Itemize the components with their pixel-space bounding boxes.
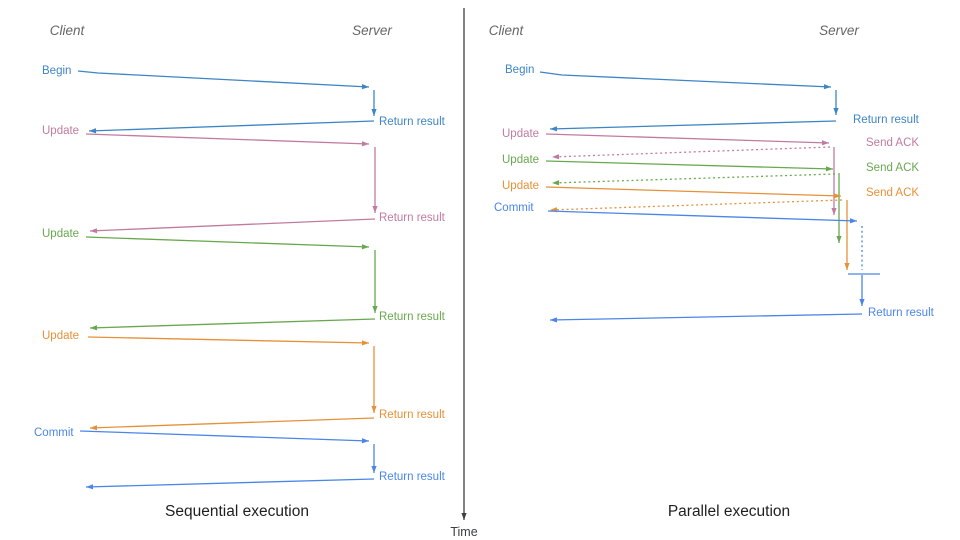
parallel-begin-call-arrowhead	[823, 84, 831, 90]
sequential-update3-call-line	[87, 336, 370, 344]
parallel-update2-call-line	[545, 160, 834, 170]
parallel-update2-call-arrowhead	[825, 166, 833, 172]
sequential-update1-label: Update	[42, 125, 79, 137]
sequential-update3-return-line	[89, 417, 375, 429]
parallel-server-header: Server	[819, 23, 859, 38]
sequential-client-header: Client	[49, 23, 85, 38]
parallel-commit-return-arrowhead	[550, 317, 558, 323]
sequential-commit-call-line	[79, 430, 370, 442]
sequential-update2-return-label: Return result	[379, 311, 446, 323]
parallel-update1-label: Update	[502, 128, 539, 140]
parallel-update3-server-exec-arrowhead	[844, 263, 850, 270]
sequential-update1-call-line	[85, 133, 370, 145]
parallel-update1-ack-arrowhead	[552, 154, 560, 160]
parallel-begin-call-line	[539, 71, 832, 88]
parallel-update3-call-line	[545, 186, 842, 197]
sequential-begin-return-arrowhead	[89, 128, 97, 134]
sequential-commit-return-arrowhead	[86, 484, 94, 490]
sequential-update2-call-arrowhead	[361, 244, 369, 250]
sequential-commit-label: Commit	[34, 427, 74, 439]
parallel-begin-return-arrowhead	[550, 126, 558, 132]
parallel-update1-call-line	[545, 133, 830, 144]
sequential-begin-return-label: Return result	[379, 116, 446, 128]
parallel-begin-return-label: Return result	[853, 114, 920, 126]
sequential-update3-label: Update	[42, 330, 79, 342]
time-axis-label: Time	[450, 525, 478, 539]
parallel-commit-return-line	[549, 313, 863, 321]
parallel-commit-server-exec-arrowhead	[859, 299, 865, 306]
sequential-update2-label: Update	[42, 228, 79, 240]
sequential-update3-call-arrowhead	[361, 340, 369, 346]
parallel-update3-call-arrowhead	[833, 193, 841, 199]
sequential-update2-return-arrowhead	[90, 325, 98, 331]
parallel-update1-server-exec-arrowhead	[831, 208, 837, 215]
sequential-update2-call-line	[85, 236, 370, 248]
parallel-commit-call-line	[547, 210, 858, 222]
sequential-server-header: Server	[352, 23, 392, 38]
parallel-update1-ack-label: Send ACK	[866, 137, 919, 149]
sequential-commit-server-exec-arrowhead	[371, 466, 377, 473]
sequential-update1-server-exec-arrowhead	[372, 206, 378, 213]
parallel-update2-ack-line	[551, 173, 836, 184]
parallel-update3-ack-label: Send ACK	[866, 187, 919, 199]
parallel-begin-return-line	[549, 120, 837, 130]
parallel-update1-call-arrowhead	[821, 140, 829, 146]
parallel-execution-title: Parallel execution	[667, 503, 791, 520]
sequential-update2-server-exec-arrowhead	[372, 306, 378, 313]
parallel-update2-label: Update	[502, 154, 539, 166]
parallel-update2-server-exec-arrowhead	[836, 236, 842, 243]
parallel-commit-label: Commit	[494, 202, 534, 214]
time-axis-arrowhead	[461, 513, 467, 520]
sequential-update1-return-label: Return result	[379, 212, 446, 224]
parallel-begin-label: Begin	[505, 64, 534, 76]
parallel-commit-call-arrowhead	[849, 218, 857, 224]
sequential-update3-return-label: Return result	[379, 409, 446, 421]
parallel-begin-server-exec-arrowhead	[833, 108, 839, 115]
sequential-update3-server-exec-arrowhead	[371, 406, 377, 413]
sequential-update1-call-arrowhead	[361, 141, 369, 147]
sequential-begin-call-line	[77, 70, 370, 88]
sequential-commit-return-line	[85, 478, 375, 488]
parallel-update1-ack-line	[551, 146, 831, 158]
sequential-commit-return-label: Return result	[379, 471, 446, 483]
sequential-update3-return-arrowhead	[90, 425, 98, 431]
parallel-update3-label: Update	[502, 180, 539, 192]
parallel-update2-ack-label: Send ACK	[866, 162, 919, 174]
sequential-begin-label: Begin	[42, 65, 71, 77]
sequential-commit-call-arrowhead	[361, 438, 369, 444]
sequential-begin-return-line	[88, 120, 375, 132]
sequential-begin-server-exec-arrowhead	[371, 109, 377, 116]
sequential-begin-call-arrowhead	[361, 84, 369, 90]
parallel-update2-ack-arrowhead	[552, 180, 560, 186]
sequential-update2-return-line	[89, 318, 376, 329]
sequential-update1-return-arrowhead	[90, 228, 98, 234]
parallel-update3-ack-line	[549, 199, 843, 211]
sequential-update1-return-line	[89, 218, 376, 232]
parallel-commit-return-label: Return result	[868, 307, 935, 319]
parallel-client-header: Client	[488, 23, 524, 38]
sequential-execution-title: Sequential execution	[165, 503, 309, 520]
